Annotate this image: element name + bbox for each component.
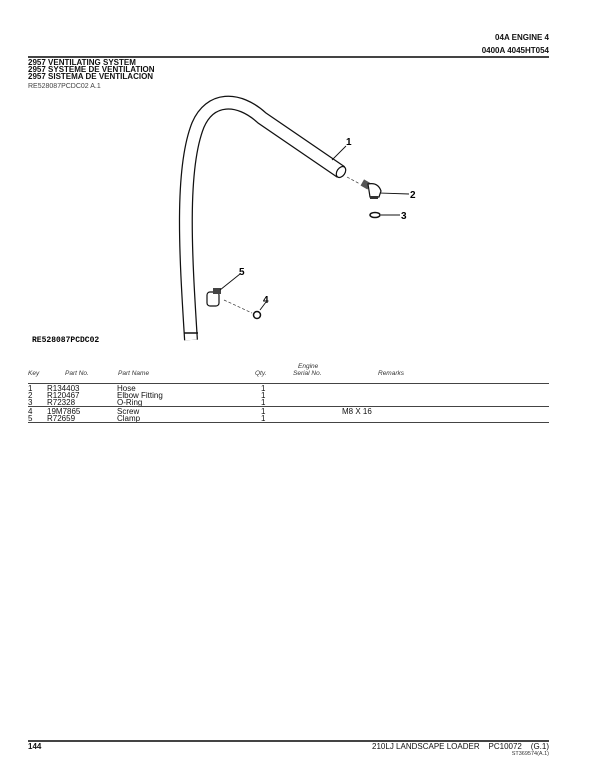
- col-part-no: Part No.: [65, 370, 89, 377]
- title-fr: 2957 SYSTEME DE VENTILATION: [28, 65, 155, 74]
- illustration-ref: RE528087PCDC02 A.1: [28, 83, 101, 90]
- section-heading: 04A ENGINE 4: [495, 33, 549, 42]
- row-part-no: R134403: [47, 384, 80, 393]
- row-part-no: 19M7865: [47, 407, 81, 416]
- o-ring-drawing: [369, 211, 381, 219]
- footer-rule: [28, 740, 549, 742]
- row-part-no: R72328: [47, 398, 76, 407]
- callout-3: 3: [401, 211, 407, 222]
- hose-drawing: [178, 95, 347, 341]
- col-remarks: Remarks: [378, 370, 405, 377]
- title-es: 2957 SISTEMA DE VENTILACION: [28, 72, 154, 81]
- callout-5: 5: [239, 267, 245, 278]
- row-key: 3: [28, 398, 33, 407]
- row-part-no: R120467: [47, 391, 80, 400]
- page-number: 144: [28, 742, 42, 751]
- col-part-name: Part Name: [118, 370, 150, 377]
- callout-2: 2: [410, 190, 416, 201]
- header-rule: [28, 56, 549, 58]
- row-qty: 1: [261, 407, 266, 416]
- row-part-name: Hose: [117, 384, 136, 393]
- parts-diagram: 1 2 3 4 5 RE528087PCDC02: [32, 95, 416, 345]
- diagram-image-id: RE528087PCDC02: [32, 336, 99, 345]
- callout-4: 4: [263, 295, 269, 306]
- row-qty: 1: [261, 414, 266, 423]
- footer-model: 210LJ LANDSCAPE LOADER PC10072 (G.1): [372, 742, 549, 751]
- row-key: 2: [28, 391, 33, 400]
- col-engine: Engine: [298, 363, 319, 370]
- col-key: Key: [28, 370, 40, 377]
- row-key: 5: [28, 414, 33, 423]
- callout-1: 1: [346, 137, 352, 148]
- row-part-no: R72659: [47, 414, 76, 423]
- title-en: 2957 VENTILATING SYSTEM: [28, 58, 136, 67]
- screw-drawing: [252, 310, 262, 320]
- row-qty: 1: [261, 398, 266, 407]
- group-heading: 0400A 4045HT054: [481, 46, 549, 55]
- row-part-name: Elbow Fitting: [117, 391, 163, 400]
- footer-code: ST369574(A.1): [511, 751, 549, 757]
- row-qty: 1: [261, 384, 266, 393]
- row-part-name: Clamp: [117, 414, 141, 423]
- col-serial: Serial No.: [293, 370, 322, 377]
- row-key: 4: [28, 407, 33, 416]
- row-key: 1: [28, 384, 33, 393]
- clamp-drawing: [206, 288, 221, 307]
- col-qty: Qty.: [255, 370, 267, 377]
- elbow-fitting-drawing: [360, 179, 382, 199]
- row-qty: 1: [261, 391, 266, 400]
- row-part-name: Screw: [117, 407, 140, 416]
- row-remarks: M8 X 16: [342, 407, 372, 416]
- row-part-name: O-Ring: [117, 398, 143, 407]
